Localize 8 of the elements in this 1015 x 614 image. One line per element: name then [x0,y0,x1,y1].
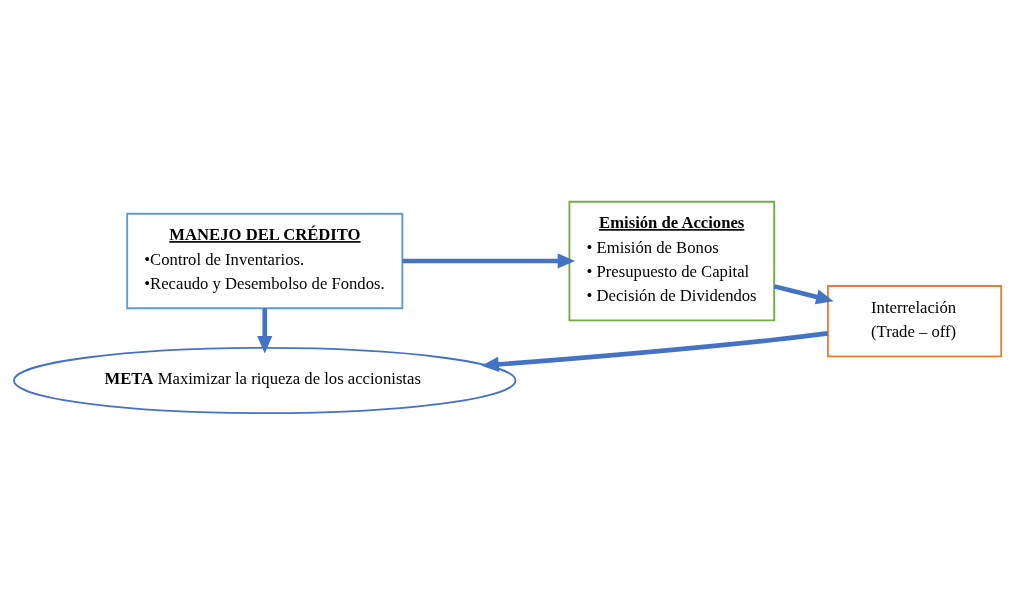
arrow [481,330,829,372]
node-box: MANEJO DEL CRÉDITO •Control de Inventarios. •Recaudo y Desembolso de Fondos. [126,212,404,309]
arrow [402,252,576,269]
node-box: Interrelación (Trade – off) [827,284,1003,357]
node-ellipse: META Maximizar la riqueza de los accionistas [13,346,517,414]
arrow [773,283,834,304]
arrow [257,307,273,353]
node-box: Emisión de Acciones • Emisión de Bonos • Presupuesto de Capital • Decisión de Dividendos [568,200,776,321]
